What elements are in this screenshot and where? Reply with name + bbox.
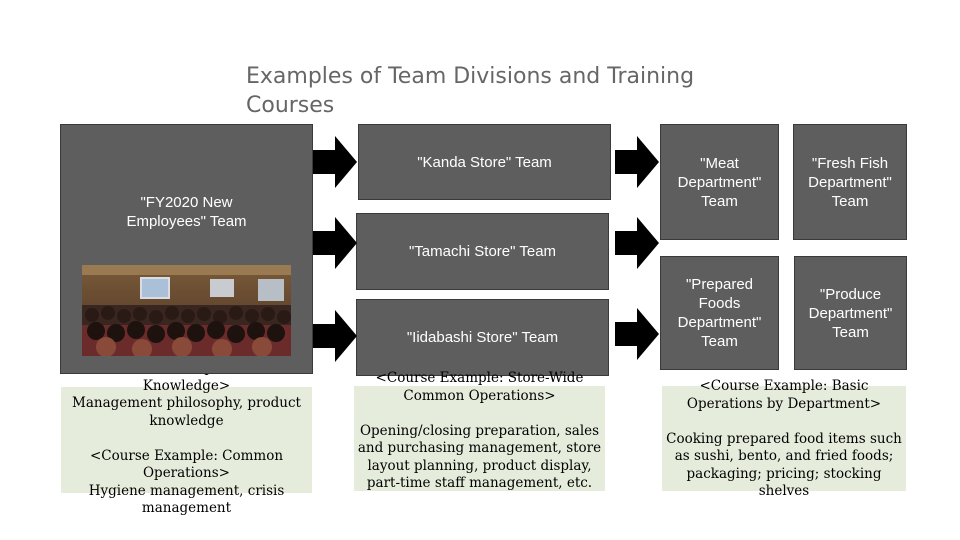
team-box-produce: "Produce Department" Team	[794, 256, 907, 370]
arrow-right-icon	[615, 308, 659, 360]
course-panel-stores	[354, 386, 605, 491]
team-box-kanda: "Kanda Store" Team	[358, 124, 611, 200]
team-label-tamachi: "Tamachi Store" Team	[408, 243, 557, 260]
team-box-fresh-fish: "Fresh Fish Department" Team	[793, 124, 907, 240]
arrow-right-icon	[313, 310, 357, 362]
team-label-fresh-fish: "Fresh Fish Department" Team	[808, 154, 892, 210]
arrow-right-icon	[313, 217, 357, 269]
team-box-new-employees: "FY2020 New Employees" Team	[60, 124, 313, 374]
course-text-departments: <Course Example: Basic Operations by Dep…	[666, 378, 902, 499]
seminar-audience-photo	[82, 265, 291, 356]
arrow-right-icon	[615, 136, 659, 188]
team-label-kanda: "Kanda Store" Team	[417, 153, 552, 171]
team-label-prepared-foods: "Prepared Foods Department" Team	[677, 276, 762, 350]
team-box-meat: "Meat Department" Team	[660, 124, 779, 240]
team-label-new-employees: "FY2020 New Employees" Team	[126, 194, 247, 230]
course-panel-departments	[662, 386, 906, 491]
team-box-prepared-foods: "Prepared Foods Department" Team	[660, 256, 779, 370]
course-text-stores: <Course Example: Store-Wide Common Opera…	[357, 370, 602, 491]
slide-title: Examples of Team Divisions and Training …	[246, 64, 695, 118]
arrow-right-icon	[615, 217, 659, 269]
team-box-tamachi: "Tamachi Store" Team	[356, 213, 609, 290]
course-text-new-employees: <Course Example: Basic Knowledge> Manage…	[72, 360, 301, 516]
team-box-iidabashi: "Iidabashi Store" Team	[356, 299, 609, 376]
team-label-iidabashi: "Iidabashi Store" Team	[406, 329, 559, 346]
team-label-produce: "Produce Department" Team	[808, 285, 893, 341]
team-label-meat: "Meat Department" Team	[677, 154, 762, 210]
course-panel-new-employees	[61, 387, 312, 493]
arrow-right-icon	[313, 136, 357, 188]
